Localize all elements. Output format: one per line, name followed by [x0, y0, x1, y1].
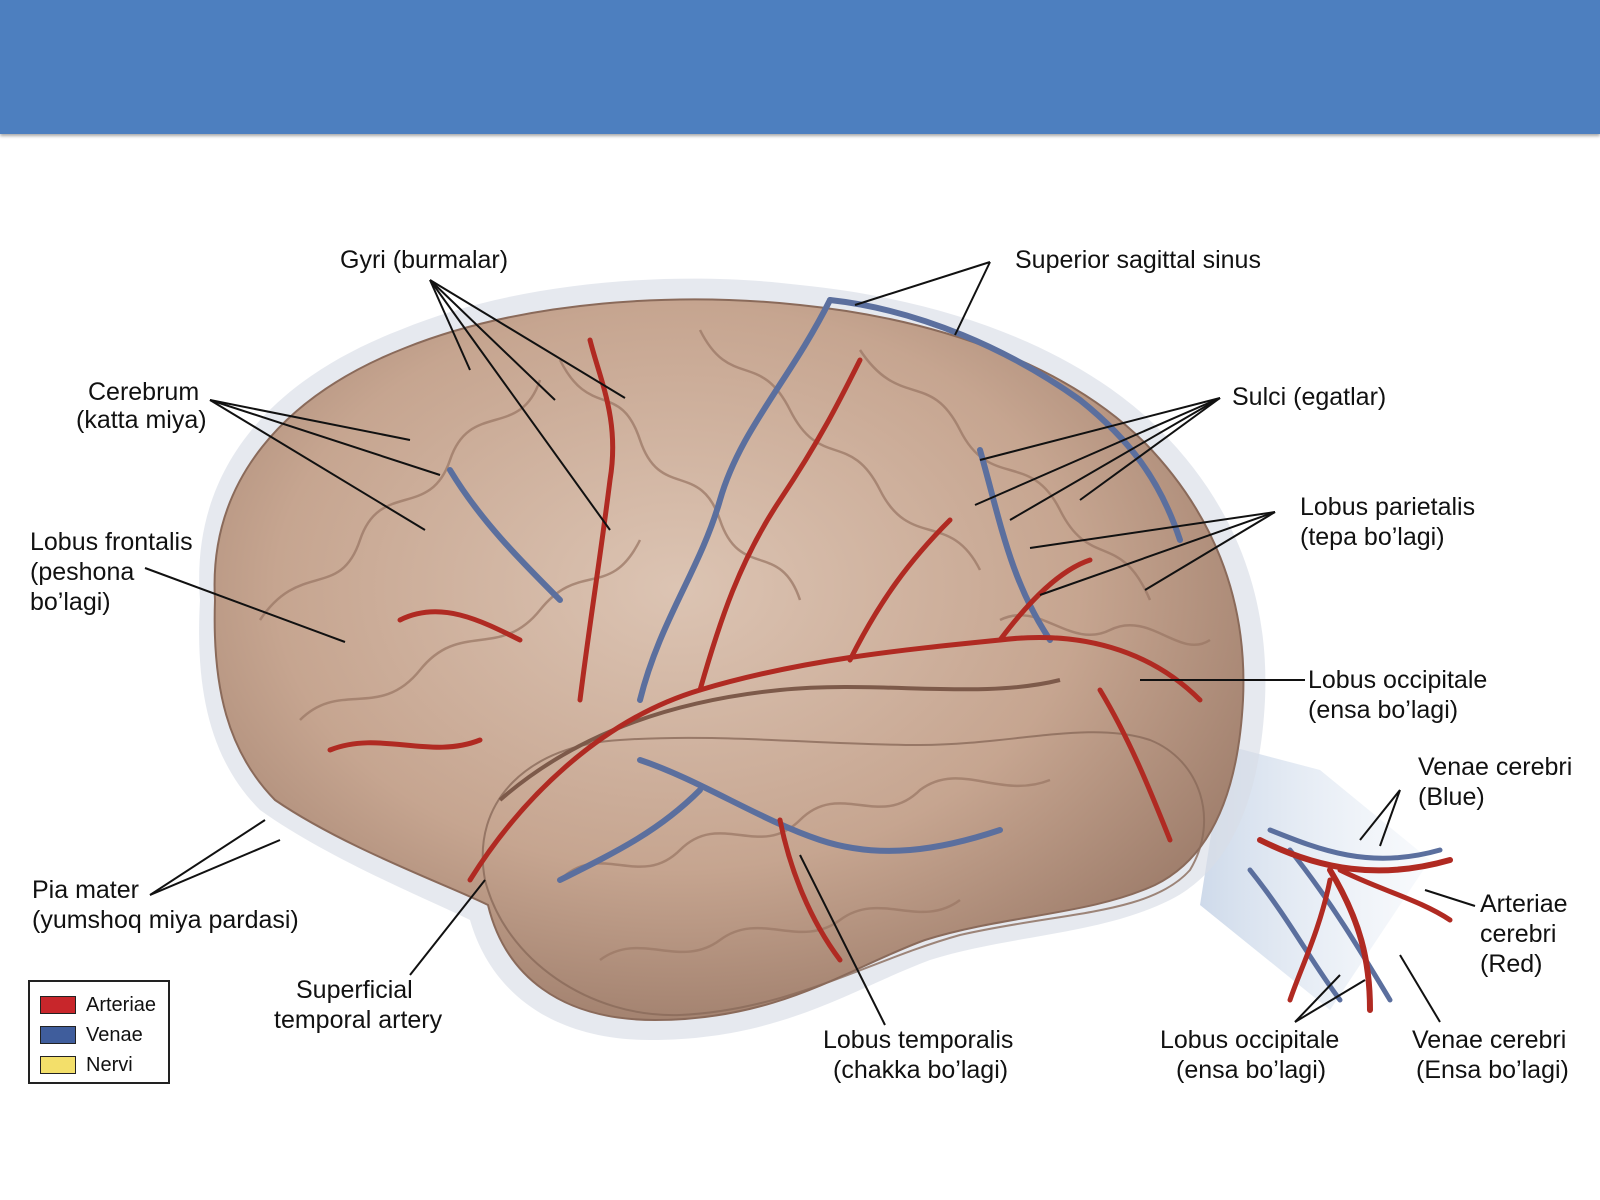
label-venae-cerebri-bottom: Venae cerebri	[1412, 1026, 1566, 1054]
labels: Gyri (burmalar) Superior sagittal sinus …	[30, 246, 1572, 1084]
label-lobus-occipitale-bottom-uz: (ensa bo’lagi)	[1176, 1056, 1326, 1084]
label-superficial-temporal-artery-2: temporal artery	[274, 1006, 443, 1034]
legend-swatch-arteriae	[40, 996, 76, 1014]
label-lobus-occipitale-uz: (ensa bo’lagi)	[1308, 696, 1458, 724]
label-cerebrum: Cerebrum	[88, 378, 199, 406]
label-lobus-parietalis-uz: (tepa bo’lagi)	[1300, 523, 1445, 551]
label-venae-cerebri-bottom-uz: (Ensa bo’lagi)	[1416, 1056, 1569, 1084]
label-lobus-frontalis-uz2: bo’lagi)	[30, 588, 111, 616]
label-pia-mater-uz: (yumshoq miya pardasi)	[32, 906, 299, 934]
label-gyri: Gyri (burmalar)	[340, 246, 508, 274]
label-superior-sagittal-sinus: Superior sagittal sinus	[1015, 246, 1261, 274]
header-band	[0, 0, 1600, 134]
label-arteriae-cerebri-red: (Red)	[1480, 950, 1543, 978]
label-venae-cerebri-blue: (Blue)	[1418, 783, 1485, 811]
label-arteriae-cerebri-2: cerebri	[1480, 920, 1556, 948]
legend-row-nervi: Nervi	[40, 1050, 158, 1080]
label-venae-cerebri: Venae cerebri	[1418, 753, 1572, 781]
label-lobus-parietalis: Lobus parietalis	[1300, 493, 1475, 521]
legend-label-nervi: Nervi	[86, 1053, 133, 1076]
label-lobus-frontalis-uz1: (peshona	[30, 558, 134, 586]
label-superficial-temporal-artery: Superficial	[296, 976, 413, 1004]
label-lobus-temporalis-uz: (chakka bo’lagi)	[833, 1056, 1008, 1084]
legend-label-venae: Venae	[86, 1023, 143, 1046]
arteries	[327, 337, 1203, 963]
label-sulci: Sulci (egatlar)	[1232, 383, 1386, 411]
label-pia-mater: Pia mater	[32, 876, 139, 904]
lateral-sulcus	[498, 678, 1061, 802]
legend-swatch-nervi	[40, 1056, 76, 1074]
label-cerebrum-uz: (katta miya)	[76, 406, 207, 434]
label-lobus-temporalis: Lobus temporalis	[823, 1026, 1013, 1054]
label-lobus-occipitale: Lobus occipitale	[1308, 666, 1487, 694]
temporal-lobe-outline	[481, 731, 1205, 1017]
legend: Arteriae Venae Nervi	[28, 980, 170, 1084]
label-arteriae-cerebri: Arteriae	[1480, 890, 1568, 918]
legend-label-arteriae: Arteriae	[86, 993, 157, 1016]
veins	[447, 297, 1183, 883]
inset-vessels	[1247, 827, 1453, 1013]
label-lobus-frontalis: Lobus frontalis	[30, 528, 193, 556]
legend-swatch-venae	[40, 1026, 76, 1044]
gyri-pattern	[258, 329, 1211, 962]
leader-lines	[144, 261, 1476, 1026]
legend-row-venae: Venae	[40, 1020, 158, 1050]
zoom-beam	[1200, 745, 1430, 1010]
label-lobus-occipitale-bottom: Lobus occipitale	[1160, 1026, 1339, 1054]
legend-row-arteriae: Arteriae	[40, 990, 158, 1020]
